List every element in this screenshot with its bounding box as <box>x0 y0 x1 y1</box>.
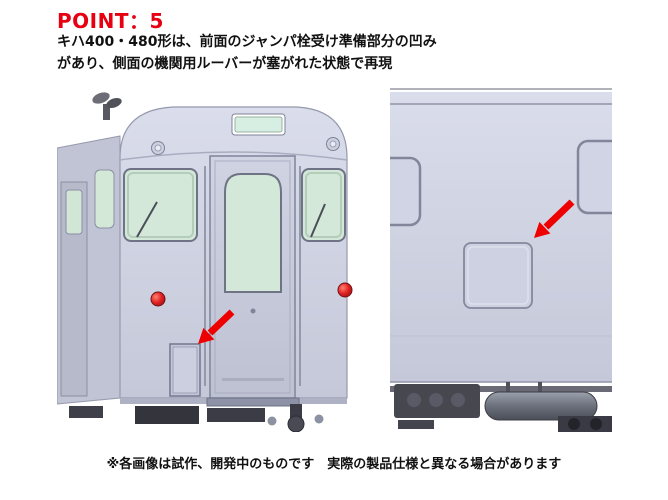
feature-description: キハ400・480形は、前面のジャンパ栓受け準備部分の凹み があり、側面の機関用… <box>57 31 437 75</box>
annotation-arrow-side <box>534 199 575 238</box>
destination-sign <box>231 113 286 136</box>
description-line-1: キハ400・480形は、前面のジャンパ栓受け準備部分の凹み <box>57 34 437 50</box>
side-view-figure <box>372 86 628 432</box>
side-window <box>94 169 115 229</box>
underframe-side <box>390 382 612 432</box>
train-side-body <box>372 88 628 383</box>
headlight-right <box>326 137 340 151</box>
side-window-right <box>576 139 628 215</box>
description-line-2: があり、側面の機関用ルーバーが塞がれた状態で再現 <box>57 56 393 72</box>
marker-light-right <box>337 282 353 298</box>
front-view-render <box>56 86 372 433</box>
bogie-frame <box>558 416 612 432</box>
windshield-left <box>123 168 198 242</box>
side-door <box>60 181 88 397</box>
coupler <box>287 415 305 433</box>
underframe-front <box>69 397 347 433</box>
jumper-receptacle-panel <box>169 343 201 397</box>
blocked-louver-panel <box>463 242 533 309</box>
marker-light-left <box>150 291 166 307</box>
front-door <box>209 155 296 399</box>
annotation-arrow-front <box>198 309 235 344</box>
front-view-figure <box>56 86 372 433</box>
air-tank <box>484 391 598 421</box>
side-window-left <box>372 156 422 227</box>
headlight-left <box>151 141 165 155</box>
train-front-body <box>56 92 353 405</box>
windshield-right <box>301 168 346 242</box>
disclaimer-note: ※各画像は試作、開発中のものです 実際の製品仕様と異なる場合があります <box>106 457 562 472</box>
point-title: POINT：5 <box>57 9 164 33</box>
side-view-render <box>372 86 628 432</box>
roof-horn-icon <box>92 92 122 120</box>
